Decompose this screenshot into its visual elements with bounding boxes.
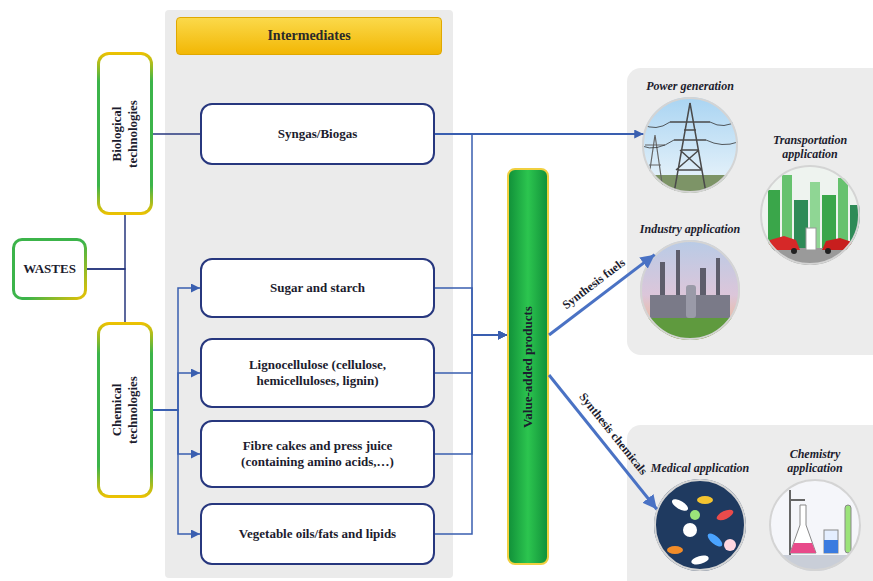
- box-label: Vegetable oils/fats and lipids: [239, 526, 396, 542]
- product-bar: Value-added products: [507, 168, 549, 565]
- tablet: [683, 523, 697, 537]
- power-illustration: [642, 97, 738, 195]
- liquid: [824, 540, 838, 553]
- box-label: WASTES: [23, 261, 76, 277]
- box-label: Fibre cakes and press juice (containing …: [212, 438, 423, 471]
- vertical-label: Biological technologies: [109, 79, 140, 189]
- pill: [715, 508, 735, 523]
- intermediate-box: Syngas/Biogas: [200, 103, 435, 165]
- application-circle: Power generation: [642, 97, 738, 193]
- application-circle: Chemistry application: [769, 479, 861, 571]
- intermediate-box: Fibre cakes and press juice (containing …: [200, 420, 435, 488]
- panel-heading: Intermediates: [176, 17, 442, 55]
- pill: [690, 554, 709, 566]
- pill: [667, 546, 683, 554]
- pylon: [670, 103, 710, 193]
- tablet: [690, 510, 700, 520]
- charger: [806, 228, 816, 250]
- tank: [686, 285, 696, 318]
- applications-panel: [627, 425, 873, 581]
- circle-outline: [769, 479, 861, 571]
- connector-arrow: [549, 375, 657, 509]
- tablet: [724, 539, 736, 551]
- medical-illustration: [654, 479, 746, 571]
- sky: [640, 240, 740, 340]
- circle-border: [761, 166, 859, 264]
- connector-line: [153, 133, 200, 135]
- vertical-label: Chemical technologies: [109, 355, 140, 465]
- connector-arrow: [549, 255, 655, 335]
- circle-outline: [640, 240, 740, 340]
- application-circle: Industry application: [640, 240, 740, 340]
- vertical-label: Value-added products: [520, 177, 536, 557]
- circle-title: Chemistry application: [765, 448, 865, 476]
- car: [766, 236, 800, 250]
- wheel: [825, 248, 831, 254]
- test-tube: [845, 505, 851, 553]
- wheel: [791, 248, 797, 254]
- liquid: [790, 543, 816, 553]
- power-wires: [642, 120, 738, 148]
- circle-border: [770, 480, 860, 570]
- pill: [706, 531, 725, 549]
- technology-box: Chemical technologies: [97, 322, 153, 498]
- circle-title: Power generation: [630, 80, 750, 94]
- application-circle: Transportation application: [760, 165, 860, 265]
- box-label: Syngas/Biogas: [278, 126, 357, 142]
- sky: [760, 165, 860, 265]
- backdrop: [654, 479, 746, 571]
- box-label: Lignocellulose (cellulose, hemicellulose…: [212, 357, 423, 390]
- circle-border: [643, 98, 737, 192]
- circle-outline: [642, 97, 738, 193]
- circle-outline: [760, 165, 860, 265]
- chemistry-illustration: [769, 479, 861, 571]
- pill: [670, 497, 690, 513]
- circle-outline: [654, 479, 746, 571]
- ground: [640, 318, 740, 340]
- industry-illustration: [640, 240, 740, 340]
- applications-panel: [627, 68, 873, 355]
- intermediate-box: Sugar and starch: [200, 258, 435, 318]
- circle-title: Industry application: [635, 223, 745, 237]
- source-box: WASTES: [12, 238, 87, 300]
- technology-box: Biological technologies: [97, 52, 153, 215]
- beaker: [824, 530, 838, 553]
- transport-illustration: [760, 165, 860, 265]
- circle-border: [641, 241, 739, 339]
- pill: [697, 496, 713, 504]
- wheel: [847, 248, 853, 254]
- intermediate-box: Vegetable oils/fats and lipids: [200, 503, 435, 565]
- backdrop: [769, 479, 861, 571]
- application-circle: Medical application: [654, 479, 746, 571]
- intermediate-box: Lignocellulose (cellulose, hemicellulose…: [200, 338, 435, 408]
- connector-line: [87, 269, 125, 322]
- intermediates-panel: Syngas/BiogasSugar and starchLignocellul…: [165, 10, 453, 578]
- circle-title: Medical application: [650, 462, 750, 476]
- edge-label: Synthesis fuels: [560, 256, 629, 313]
- flask: [790, 505, 816, 553]
- circle-title: Transportation application: [755, 134, 865, 162]
- box-label: Sugar and starch: [270, 280, 365, 296]
- circle-border: [655, 480, 745, 570]
- connector-line: [87, 215, 125, 269]
